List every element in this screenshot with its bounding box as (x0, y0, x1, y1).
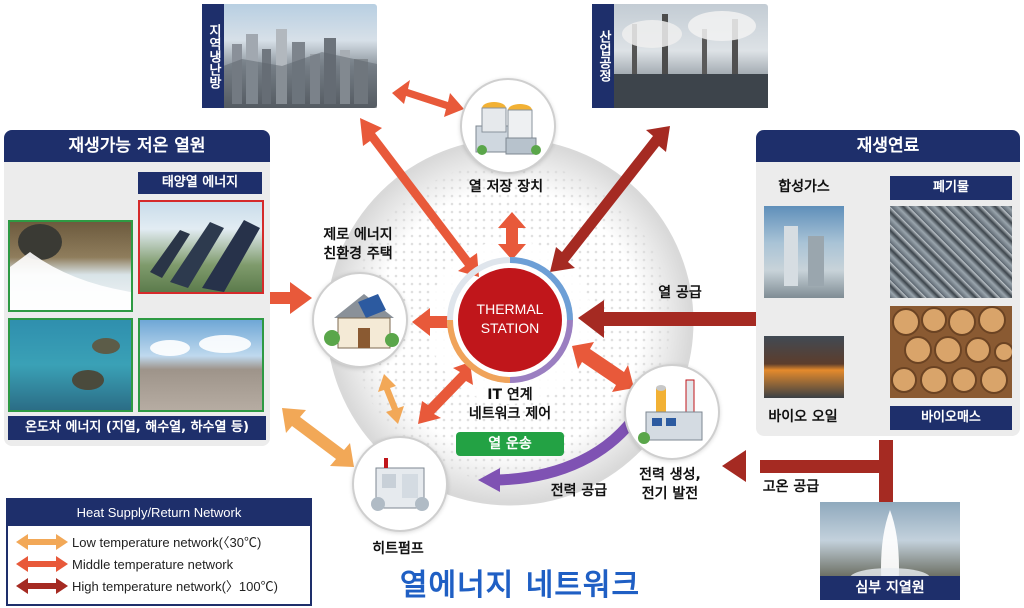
industry-photo (592, 4, 768, 108)
solar-panel-photo (138, 200, 264, 294)
house-label-1: 제로 에너지 (323, 227, 393, 243)
arrow-center-heatpump (418, 362, 473, 424)
legend: Heat Supply/Return Network Low temperatu… (6, 498, 312, 606)
arrow-storage-center (498, 212, 526, 260)
high-temp-supply-label: 고온 공급 (762, 479, 820, 495)
power-plant-icon (638, 379, 703, 444)
arrow-center-industry (550, 126, 670, 272)
temperature-diff-label: 온도차 에너지 (지열, 해수열, 하수열 등) (8, 416, 266, 440)
heat-pump-node (352, 436, 448, 532)
main-title: 열에너지 네트워크 (399, 568, 641, 603)
bio-oil-photo (764, 336, 844, 398)
right-panel-title: 재생연료 (756, 130, 1020, 162)
district-heating-label: 지역냉난방 (202, 4, 224, 108)
synthetic-gas-label: 합성가스 (778, 179, 830, 195)
waste-photo (890, 206, 1012, 298)
power-generation-node (624, 364, 720, 460)
legend-high-swatch (16, 578, 68, 594)
heat-storage-label: 열 저장 장치 (468, 179, 544, 195)
power-label-2: 전기 발전 (641, 486, 699, 502)
legend-mid-swatch (16, 556, 68, 572)
geothermal-label: 심부 지열원 (820, 576, 960, 600)
sea-island-photo (8, 318, 133, 412)
arrow-house-heatpump (378, 374, 404, 424)
it-label-1: IT 연계 (487, 387, 533, 403)
house-icon (324, 294, 399, 349)
heat-transport-badge: 열 운송 (456, 432, 564, 456)
thermal-station (458, 268, 562, 372)
heat-supply-label: 열 공급 (658, 285, 702, 301)
arrow-district-center (360, 118, 479, 277)
legend-mid-label: Middle temperature network (72, 557, 234, 572)
industry-label: 산업공정 (592, 4, 614, 108)
legend-low-swatch (16, 534, 68, 550)
zero-energy-house-node (312, 272, 408, 368)
power-label-1: 전력 생성, (639, 467, 701, 483)
bio-oil-label: 바이오 오일 (768, 409, 838, 425)
left-panel-title: 재생가능 저온 열원 (4, 130, 270, 162)
beach-sky-photo (138, 318, 264, 412)
storage-tank-icon (475, 102, 541, 155)
water-outflow-photo (8, 220, 133, 312)
heat-storage-node (460, 78, 556, 174)
biomass-photo (890, 306, 1014, 398)
power-supply-label: 전력 공급 (550, 483, 608, 499)
solar-energy-label: 태양열 에너지 (138, 172, 262, 194)
legend-title: Heat Supply/Return Network (8, 500, 310, 526)
heat-pump-icon (371, 458, 429, 511)
arrow-left-house (270, 282, 312, 314)
center-label-2: STATION (480, 320, 540, 336)
district-heating-photo (202, 4, 377, 108)
heat-transport-label: 열 운송 (488, 436, 532, 452)
arrow-district-storage (392, 80, 464, 117)
house-label-2: 친환경 주택 (323, 246, 393, 262)
arrow-fuel-center (578, 300, 758, 338)
legend-low-label: Low temperature network(〈30℃) (72, 535, 262, 550)
waste-label: 폐기물 (890, 176, 1012, 200)
legend-high-label: High temperature network(〉100℃) (72, 579, 278, 594)
center-label-1: THERMAL (476, 301, 544, 317)
legend-arrows (16, 534, 68, 594)
arrow-left-heatpump (282, 408, 354, 467)
arrow-power-center (572, 342, 634, 392)
it-label-2: 네트워크 제어 (468, 406, 552, 422)
arrow-center-house (412, 308, 452, 336)
arrow-geothermal-power (722, 440, 893, 502)
gas-plant-photo (764, 206, 844, 298)
biomass-label: 바이오매스 (890, 406, 1012, 430)
heat-pump-label: 히트펌프 (372, 541, 424, 557)
